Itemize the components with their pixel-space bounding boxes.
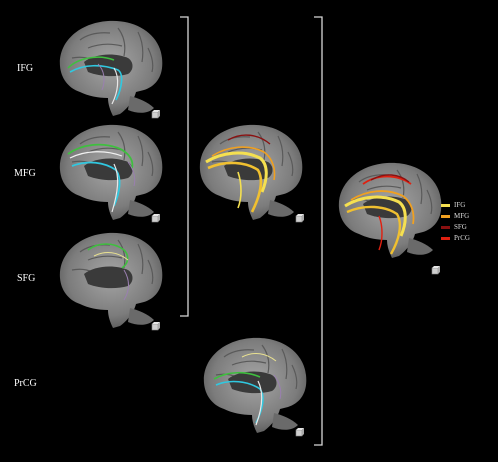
legend-label-prcg: PrCG [454,234,470,242]
row-label-ifg: IFG [17,63,34,74]
orientation-cube-mfg [151,213,161,223]
legend-swatch-ifg [441,204,450,207]
brain-ifg [59,20,163,117]
row-label-sfg: SFG [17,273,36,284]
legend-item-sfg: SFG [441,222,496,232]
legend-swatch-prcg [441,237,450,240]
legend: IFG MFG SFG PrCG [441,200,496,244]
brain-frontal-combined [199,124,303,221]
legend-label-ifg: IFG [454,201,466,209]
orientation-cube-ifg [151,109,161,119]
row-label-prcg: PrCG [14,378,37,389]
bracket-right [314,16,323,446]
legend-label-mfg: MFG [454,212,470,220]
legend-label-sfg: SFG [454,223,467,231]
legend-swatch-mfg [441,215,450,218]
legend-item-mfg: MFG [441,211,496,221]
orientation-cube-prcg [295,427,305,437]
legend-item-prcg: PrCG [441,233,496,243]
brain-prcg [203,337,307,434]
brain-mfg [59,124,163,221]
brain-all-combined [338,162,442,259]
orientation-cube-sfg [151,321,161,331]
bracket-left [180,16,189,317]
orientation-cube-combined [295,213,305,223]
brain-sfg [59,232,163,329]
row-label-mfg: MFG [14,168,36,179]
legend-swatch-sfg [441,226,450,229]
orientation-cube-all [431,265,441,275]
legend-item-ifg: IFG [441,200,496,210]
